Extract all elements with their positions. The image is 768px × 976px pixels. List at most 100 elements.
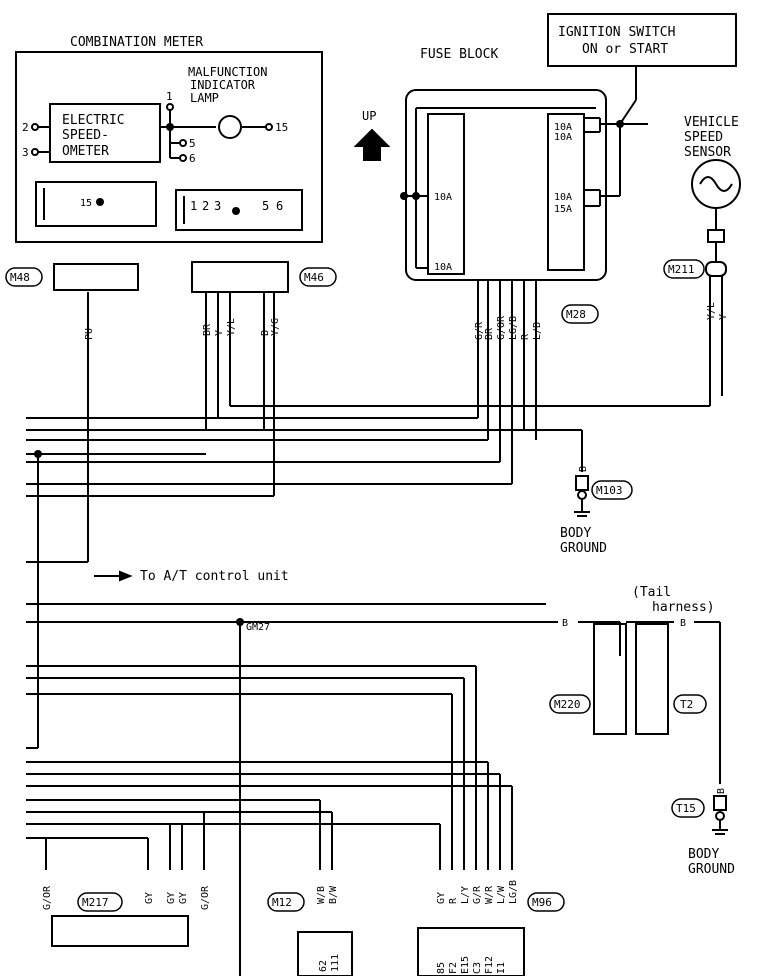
fuse-left-2: 10A: [434, 262, 452, 273]
combination-meter-title: COMBINATION METER: [70, 35, 203, 50]
pin-m96-f2: F2: [448, 962, 459, 974]
connector-m28: M28: [566, 308, 586, 321]
mil-label-2: INDICATOR: [190, 78, 256, 92]
wire-label-m96-lgb: LG/B: [508, 880, 519, 904]
junction-gm27-label: GM27: [246, 622, 270, 633]
pin-5-label: 5: [189, 137, 196, 150]
up-arrow-icon: [353, 128, 391, 161]
pin-m12-111: 111: [330, 954, 341, 972]
body-ground-1-line1: BODY: [560, 526, 591, 541]
connector-m96-block: [417, 927, 525, 976]
pin-m96-e15: E15: [460, 956, 471, 974]
speedometer-box: [49, 103, 161, 163]
connector-m211: M211: [668, 263, 695, 276]
pin-m96-85: 85: [436, 962, 447, 974]
connector-pin-5: 5: [262, 199, 269, 213]
connector-m217: M217: [82, 896, 109, 909]
connector-m103: M103: [596, 484, 623, 497]
body-ground-1-line2: GROUND: [560, 541, 607, 556]
pin-m96-i1: I1: [496, 962, 507, 974]
pin-m96-f12: F12: [484, 956, 495, 974]
wire-label-yl: Y/L: [226, 318, 237, 336]
wire-label-gr: G/R: [474, 321, 485, 340]
pin-1-label: 1: [166, 90, 173, 103]
wire-label-lgb: LG/B: [508, 316, 519, 340]
wire-label-m220-b: B: [562, 618, 568, 629]
connector-t15: T15: [676, 802, 696, 815]
vss-label-3: SENSOR: [684, 145, 731, 160]
connector-m46-block: [191, 261, 289, 293]
meter-connector-right: [175, 189, 303, 231]
ignition-switch-line-1: IGNITION SWITCH: [558, 25, 675, 40]
mil-label-3: LAMP: [190, 91, 219, 105]
connector-m217-block: [51, 915, 189, 947]
fuse-left-1: 10A: [434, 192, 452, 203]
fuse-block-title: FUSE BLOCK: [420, 47, 498, 62]
connector-m220-block: [593, 623, 627, 735]
wire-label-m217-gor2: G/OR: [200, 885, 211, 910]
wire-label-y: Y: [214, 330, 225, 336]
malfunction-lamp-icon: [218, 115, 242, 139]
up-label: UP: [362, 109, 376, 123]
pin-m12-62: 62: [318, 960, 329, 972]
mil-label-1: MALFUNCTION: [188, 65, 267, 79]
pin-15-label: 15: [275, 121, 288, 134]
fuse-right-2: 10A: [554, 132, 572, 143]
meter-connector-left: [35, 181, 157, 227]
connector-pin-15: 15: [80, 198, 92, 209]
wire-label-m96-ly: L/Y: [460, 886, 471, 904]
wire-label-m217-gy2: GY: [166, 892, 177, 904]
wire-label-pu: PU: [84, 328, 95, 340]
wire-label-m96-gy: GY: [436, 892, 447, 904]
pin-2-label: 2: [22, 121, 29, 134]
fuse-right-1: 10A: [554, 122, 572, 133]
wire-label-m12-bw: B/W: [328, 885, 339, 904]
speedometer-label-2: SPEED-: [62, 128, 109, 143]
connector-m12-block: [297, 931, 353, 976]
connector-m220: M220: [554, 698, 581, 711]
wire-label-m96-r: R: [448, 897, 459, 904]
wire-label-tail-b: B: [680, 618, 686, 629]
wire-label-m96-lw: L/W: [496, 885, 507, 904]
ignition-switch-line-2: ON or START: [582, 42, 668, 57]
wire-label-gor: G/OR: [496, 315, 507, 340]
speedometer-label-1: ELECTRIC: [62, 113, 125, 128]
ignition-switch-box: [547, 13, 737, 67]
wire-label-m103-b: B: [578, 466, 589, 472]
pin-6-label: 6: [189, 152, 196, 165]
wire-label-r: R: [520, 333, 531, 340]
wire-label-m12-wb: W/B: [316, 886, 327, 904]
speedometer-label-3: OMETER: [62, 144, 109, 159]
vss-label-1: VEHICLE: [684, 115, 739, 130]
wire-label-br2: BR: [484, 327, 495, 340]
connector-m48-block: [53, 263, 139, 291]
tail-harness-line2: harness): [652, 600, 715, 615]
connector-m48: M48: [10, 271, 30, 284]
connector-pin-3: 3: [214, 199, 221, 213]
connector-m12: M12: [272, 896, 292, 909]
pin-m96-c3: C3: [472, 962, 483, 974]
wire-label-t15-b: B: [716, 788, 727, 794]
fuse-right-3: 10A: [554, 192, 572, 203]
fuse-column-left: [427, 113, 465, 275]
fuse-right-4: 15A: [554, 204, 572, 215]
wire-label-m217-gor1: G/OR: [42, 885, 53, 910]
wire-label-m217-gy3: GY: [178, 892, 189, 904]
wire-label-m96-wr: W/R: [484, 885, 495, 904]
connector-m96: M96: [532, 896, 552, 909]
connector-pin-6: 6: [276, 199, 283, 213]
wire-label-yg: Y/G: [270, 318, 281, 336]
to-at-control-label: To A/T control unit: [140, 569, 289, 584]
connector-pin-2: 2: [202, 199, 209, 213]
wire-label-m96-gr: G/R: [472, 885, 483, 904]
wire-label-m217-gy1: GY: [144, 892, 155, 904]
body-ground-2-line1: BODY: [688, 847, 719, 862]
wire-label-lb: L/B: [532, 322, 543, 340]
vss-label-2: SPEED: [684, 130, 723, 145]
wire-label-b: B: [260, 330, 271, 336]
connector-m46: M46: [304, 271, 324, 284]
connector-pin-1: 1: [190, 199, 197, 213]
wire-label-vss-yl: Y/L: [706, 302, 717, 320]
